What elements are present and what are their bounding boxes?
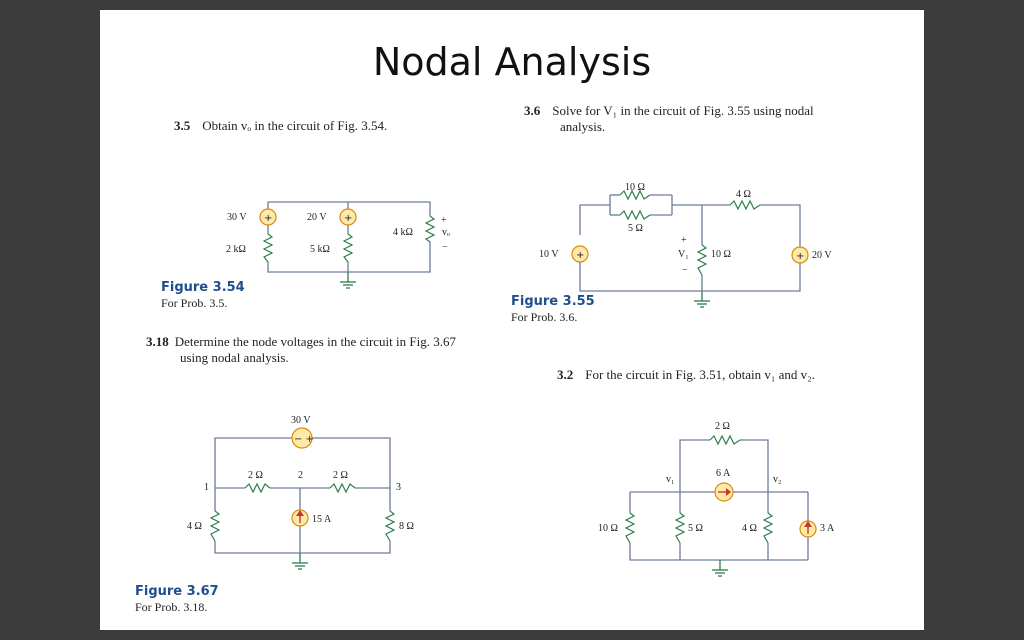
problem-3-18: 3.18 Determine the node voltages in the c… <box>146 334 456 366</box>
problem-number: 3.6 <box>524 103 541 118</box>
circuit-figure-3-55: + + 10 Ω 5 Ω 4 Ω 10 V V₁ + − 10 Ω 20 V <box>539 182 832 308</box>
problem-text: For the circuit in Fig. 3.51, obtain v₁ … <box>585 367 815 382</box>
resistor-label: 4 kΩ <box>393 227 413 238</box>
figure-subcaption: For Prob. 3.5. <box>161 296 228 310</box>
source-label: 30 V <box>291 415 311 426</box>
circuit-figure-3-51: 2 Ω 6 A v₁ v₂ 10 Ω 5 Ω 4 Ω 3 A <box>598 421 835 577</box>
voltage-label: vₒ <box>442 227 450 238</box>
problem-text-line-1: Determine the node voltages in the circu… <box>174 334 456 349</box>
resistor-label: 10 Ω <box>598 523 618 534</box>
resistor-label: 8 Ω <box>399 521 414 532</box>
resistor-label: 4 Ω <box>742 523 757 534</box>
figure-subcaption: For Prob. 3.6. <box>511 310 578 324</box>
resistor-label: 5 Ω <box>688 523 703 534</box>
resistor-label: 4 Ω <box>187 521 202 532</box>
resistor-label: 2 Ω <box>715 421 730 432</box>
plus-sign: + <box>681 235 687 246</box>
problem-text-line-2: analysis. <box>560 119 606 134</box>
problem-3-5: 3.5 Obtain vₒ in the circuit of Fig. 3.54… <box>174 118 387 134</box>
svg-text:+: + <box>264 213 272 224</box>
resistor-label: 5 Ω <box>628 223 643 234</box>
problem-text: Obtain vₒ in the circuit of Fig. 3.54. <box>202 118 388 133</box>
node-label: 2 <box>298 470 303 481</box>
resistor-label: 4 Ω <box>736 189 751 200</box>
problem-number: 3.18 <box>146 334 169 349</box>
source-label: 20 V <box>812 250 832 261</box>
figure-subcaption: For Prob. 3.18. <box>135 600 208 614</box>
circuit-figure-3-54: + + 30 V 20 V 2 kΩ 5 kΩ 4 kΩ vₒ + − <box>226 201 450 289</box>
source-label: 20 V <box>307 212 327 223</box>
figure-caption: Figure 3.67 <box>135 584 219 599</box>
svg-text:− +: − + <box>294 434 314 445</box>
resistor-label: 10 Ω <box>711 249 731 260</box>
source-label: 30 V <box>227 212 247 223</box>
minus-sign: − <box>442 242 448 253</box>
resistor-label: 2 kΩ <box>226 244 246 255</box>
minus-sign: − <box>682 265 688 276</box>
resistor-label: 2 Ω <box>333 470 348 481</box>
svg-text:+: + <box>344 213 352 224</box>
slide: Nodal Analysis 3.5 Obtain vₒ in the circu… <box>100 10 924 630</box>
source-label: 6 A <box>716 468 731 479</box>
node-label: 1 <box>204 482 209 493</box>
plus-sign: + <box>441 215 447 226</box>
problem-number: 3.2 <box>557 367 574 382</box>
node-voltage-label: v₁ <box>666 474 675 485</box>
resistor-label: 10 Ω <box>625 182 645 193</box>
problem-3-6: 3.6 Solve for V₁ in the circuit of Fig. 3… <box>524 103 814 135</box>
source-label: 10 V <box>539 249 559 260</box>
svg-text:+: + <box>796 251 804 262</box>
voltage-label: V₁ <box>678 249 689 260</box>
circuit-figure-3-67: − + 30 V 2 Ω 2 2 Ω 1 3 4 Ω 15 A 8 Ω <box>187 415 414 570</box>
node-label: 3 <box>396 482 401 493</box>
figure-caption: Figure 3.55 <box>511 294 595 309</box>
node-voltage-label: v₂ <box>773 474 782 485</box>
figure-caption: Figure 3.54 <box>161 280 245 295</box>
resistor-label: 2 Ω <box>248 470 263 481</box>
problem-text-line-2: using nodal analysis. <box>180 350 289 365</box>
page-title: Nodal Analysis <box>372 40 652 84</box>
problem-number: 3.5 <box>174 118 191 133</box>
source-label: 3 A <box>820 523 835 534</box>
source-label: 15 A <box>312 514 332 525</box>
problem-3-2: 3.2 For the circuit in Fig. 3.51, obtain … <box>557 367 815 383</box>
problem-text-line-1: Solve for V₁ in the circuit of Fig. 3.55… <box>552 103 814 118</box>
svg-text:+: + <box>576 250 584 261</box>
resistor-label: 5 kΩ <box>310 244 330 255</box>
